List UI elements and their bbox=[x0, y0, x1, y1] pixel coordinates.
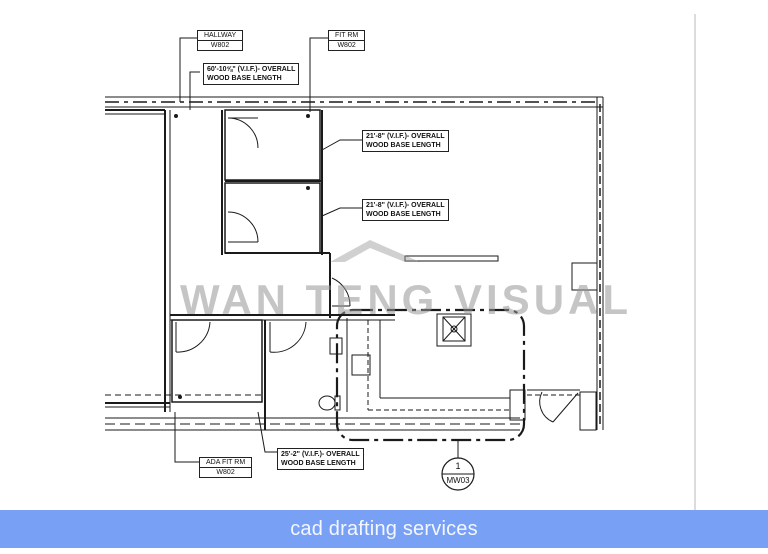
room-tag-name: ADA FIT RM bbox=[200, 458, 252, 468]
room-tag-name: HALLWAY bbox=[198, 31, 243, 41]
caption-bar: cad drafting services bbox=[0, 510, 768, 548]
note-fit-rm-2-base-length: 21'-8" (V.I.F.)- OVERALL WOOD BASE LENGT… bbox=[362, 199, 449, 221]
note-line-1: 21'-8" (V.I.F.)- OVERALL bbox=[366, 202, 445, 209]
watermark-roof-icon bbox=[330, 240, 420, 262]
note-line-1: 60'-10⅝" (V.I.F.)- OVERALL bbox=[207, 66, 296, 73]
note-line-2: WOOD BASE LENGTH bbox=[366, 211, 441, 218]
note-line-2: WOOD BASE LENGTH bbox=[366, 142, 441, 149]
watermark-text: WAN TENG VISUAL bbox=[180, 276, 633, 323]
note-line-2: WOOD BASE LENGTH bbox=[281, 460, 356, 467]
note-fit-rm-1-base-length: 21'-8" (V.I.F.)- OVERALL WOOD BASE LENGT… bbox=[362, 130, 449, 152]
room-tag-name: FIT RM bbox=[329, 31, 365, 41]
note-line-1: 25'-2" (V.I.F.)- OVERALL bbox=[281, 451, 360, 458]
detail-callout-number: 1 bbox=[455, 461, 461, 471]
note-line-2: WOOD BASE LENGTH bbox=[207, 75, 282, 82]
detail-callout-symbol bbox=[441, 457, 475, 491]
detail-callout-sheet: MW03 bbox=[446, 476, 470, 485]
vertical-divider bbox=[694, 14, 696, 512]
detail-callout: 1 MW03 bbox=[442, 461, 474, 486]
room-tag-fit-rm: FIT RM W802 bbox=[328, 30, 366, 51]
room-tag-ada-fit-rm: ADA FIT RM W802 bbox=[199, 457, 253, 478]
room-tag-code: W802 bbox=[216, 469, 235, 476]
note-hallway-base-length: 60'-10⅝" (V.I.F.)- OVERALL WOOD BASE LEN… bbox=[203, 63, 300, 85]
room-tag-code: W802 bbox=[337, 42, 356, 49]
room-tag-code: W802 bbox=[210, 42, 230, 49]
note-ada-fit-rm-base-length: 25'-2" (V.I.F.)- OVERALL WOOD BASE LENGT… bbox=[277, 448, 364, 470]
note-line-1: 21'-8" (V.I.F.)- OVERALL bbox=[366, 133, 445, 140]
room-tag-hallway: HALLWAY W802 bbox=[197, 30, 244, 51]
caption-text: cad drafting services bbox=[290, 517, 478, 540]
